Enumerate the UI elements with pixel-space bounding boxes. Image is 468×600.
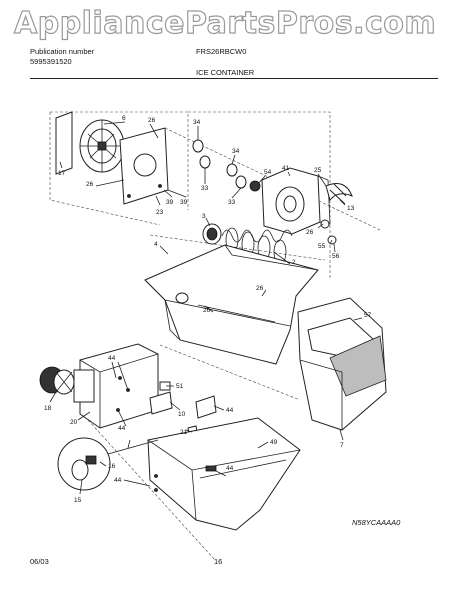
diagram-code: N58YCAAAA0: [352, 518, 401, 527]
callout-15: 15: [74, 497, 82, 504]
callout-44: 44: [118, 425, 126, 432]
callout-20: 20: [70, 419, 78, 426]
callout-10: 10: [178, 411, 186, 418]
callout-26: 26: [256, 285, 264, 292]
callout-39: 39: [180, 199, 188, 206]
callout-54: 54: [264, 169, 272, 176]
callout-16: 16: [108, 463, 116, 470]
callout-57: 57: [364, 312, 372, 319]
mounting-bracket: [119, 127, 169, 205]
publication-label: Publication number: [30, 47, 95, 56]
model-number: FRS26RBCW0: [196, 47, 247, 56]
callout-33: 33: [201, 185, 209, 192]
callout-41: 41: [282, 165, 290, 172]
bushings: [192, 139, 261, 192]
assembly-guide-lines: [49, 111, 381, 561]
callout-18: 18: [44, 405, 52, 412]
callout-23: 23: [156, 209, 164, 216]
callout-2: 2: [292, 259, 296, 266]
callout-17: 17: [58, 170, 66, 177]
auger-drive-plate: [55, 111, 125, 175]
title-rule: [30, 78, 438, 79]
callout-51: 51: [176, 383, 184, 390]
callout-26: 26: [306, 229, 314, 236]
auger-motor: [39, 343, 159, 429]
footer-date: 06/03: [30, 557, 49, 566]
callout-34: 34: [193, 119, 201, 126]
callout-34: 34: [232, 148, 240, 155]
dispenser-door: [297, 297, 387, 431]
section-title: ICE CONTAINER: [196, 68, 255, 77]
callout-labels: 6 26 17 26 39 23 39 34 34 33 33 54 41 25…: [44, 115, 372, 504]
callout-21: 21: [180, 429, 188, 436]
callout-55: 55: [318, 243, 326, 250]
crusher-blade: [320, 183, 353, 245]
publication-number: 5995391520: [30, 57, 72, 66]
callout-13: 13: [347, 205, 355, 212]
callout-3: 3: [202, 213, 206, 220]
callout-44: 44: [226, 465, 234, 472]
callout-26: 26: [148, 117, 156, 124]
container-base: [147, 417, 301, 531]
callout-33: 33: [228, 199, 236, 206]
callout-25: 25: [314, 167, 322, 174]
ice-bucket: [144, 244, 319, 365]
watermark: AppliancePartsPros.com: [13, 5, 437, 41]
callout-44: 44: [108, 355, 116, 362]
callout-44: 44: [226, 407, 234, 414]
auger-housing: [261, 167, 331, 235]
auger-spiral: [202, 223, 293, 265]
callout-6: 6: [122, 115, 126, 122]
callout-49: 49: [270, 439, 278, 446]
callout-26: 26: [86, 181, 94, 188]
leader-lines: [49, 121, 363, 495]
page-number: 16: [214, 557, 223, 566]
callout-26: 26: [203, 307, 211, 314]
callout-7: 7: [340, 442, 344, 449]
solenoid-assembly: [149, 381, 217, 441]
light-bulb-inset: [57, 437, 159, 491]
callout-39: 39: [166, 199, 174, 206]
callout-44: 44: [114, 477, 122, 484]
callout-4: 4: [154, 241, 158, 248]
callout-56: 56: [332, 253, 340, 260]
